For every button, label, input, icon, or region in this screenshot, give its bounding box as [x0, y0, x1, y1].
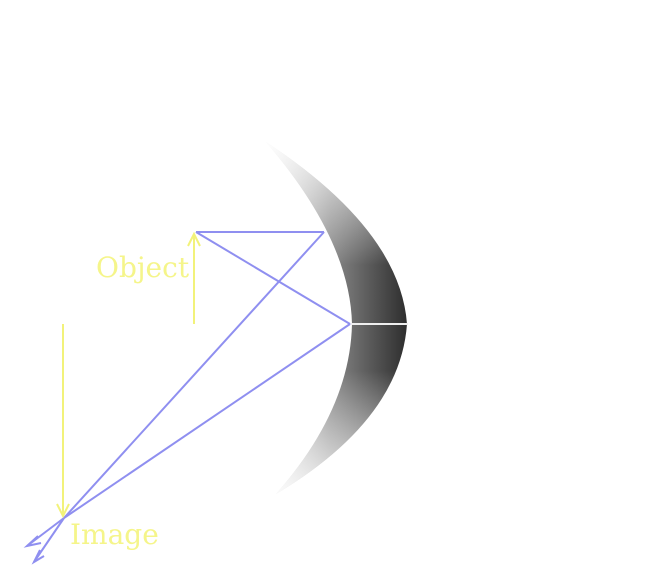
light-rays: [63, 231, 351, 519]
ray-to-image-1: [63, 231, 325, 519]
image-ray-arrowheads: [23, 517, 65, 565]
object-arrow: [187, 231, 201, 324]
ray-to-image-2: [63, 323, 351, 519]
object-label: Object: [96, 251, 190, 284]
concave-mirror: [266, 142, 408, 494]
image-label: Image: [70, 518, 159, 551]
center-ray: [195, 231, 351, 325]
image-arrow: [56, 324, 70, 519]
